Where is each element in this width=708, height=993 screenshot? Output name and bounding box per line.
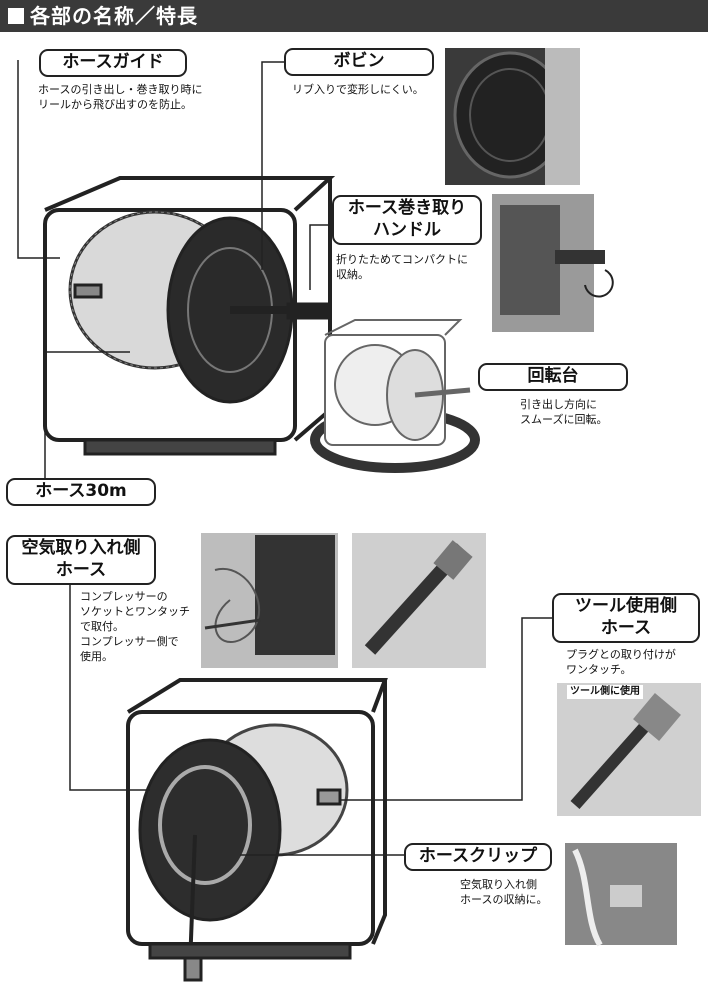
bobbin-description: リブ入りで変形しにくい。 — [292, 83, 424, 96]
tool-side-photo — [557, 683, 701, 816]
hose-clip-label: ホースクリップ — [404, 843, 552, 871]
handle-description: 折りたためてコンパクトに 収納。 — [336, 253, 468, 281]
turntable-label: 回転台 — [478, 363, 628, 391]
air-intake-photo — [201, 533, 338, 668]
square-bullet-icon — [8, 8, 24, 24]
bobbin-photo — [445, 48, 580, 185]
hose-guide-label: ホースガイド — [39, 49, 187, 77]
hose-30m-label: ホース30m — [6, 478, 156, 506]
section-header: 各部の名称／特長 — [0, 0, 708, 32]
turntable-description: 引き出し方向に スムーズに回転。 — [520, 398, 608, 426]
air-intake-label: 空気取り入れ側 ホース — [6, 535, 156, 585]
tool-side-label: ツール使用側 ホース — [552, 593, 700, 643]
top-reel-illustration — [43, 176, 336, 456]
clip-photo — [565, 843, 677, 947]
hose-guide-description: ホースの引き出し・巻き取り時に リールから飛び出すのを防止。 — [38, 83, 203, 111]
bottom-reel-illustration — [126, 678, 388, 982]
leader-lines-bottom — [69, 583, 552, 856]
bobbin-label: ボビン — [284, 48, 434, 76]
hose-clip-description: 空気取り入れ側 ホースの収納に。 — [460, 878, 548, 906]
tool-side-description: プラグとの取り付けが ワンタッチ。 — [566, 648, 676, 676]
handle-photo — [492, 194, 614, 332]
coupler-closeup-photo — [352, 533, 486, 668]
handle-label: ホース巻き取り ハンドル — [332, 195, 482, 245]
turntable-illustration — [310, 319, 480, 473]
section-title: 各部の名称／特長 — [30, 4, 198, 28]
tool-side-tag: ツール側に使用 — [567, 685, 643, 699]
leader-lines-top — [17, 60, 332, 478]
air-intake-description: コンプレッサーの ソケットとワンタッチ で取付。 コンプレッサー側で 使用。 — [80, 590, 190, 663]
